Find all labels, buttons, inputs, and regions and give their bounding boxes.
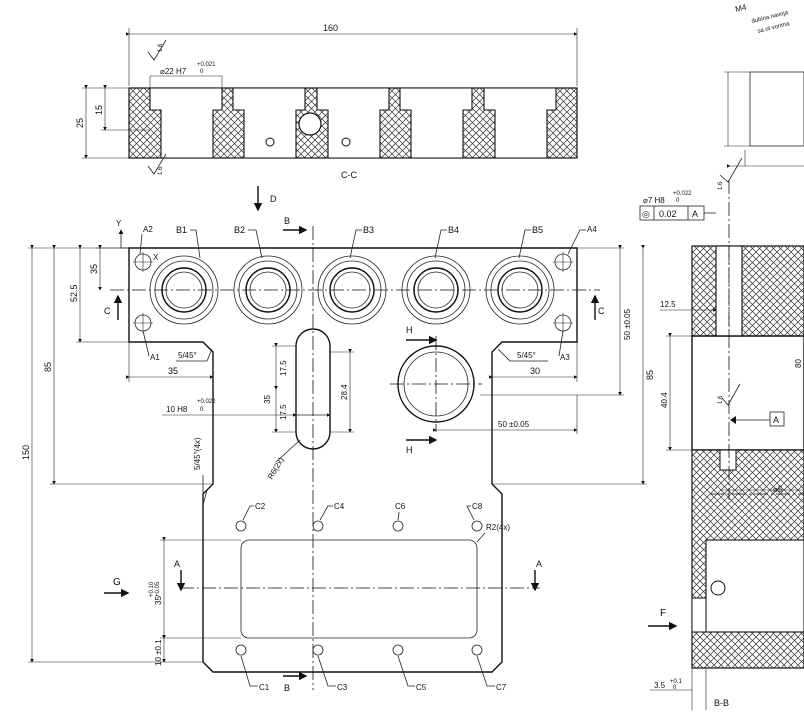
label-a1: A1 [150,353,160,362]
cut-a-left: A [174,559,180,569]
dim-35-top: 35 [89,264,99,274]
label-c2: C2 [255,502,266,511]
section-b-b-label: B-B [714,698,729,708]
c-holes [235,520,483,656]
chamfer-right: 5/45° [517,351,536,360]
dim-150: 150 [21,445,31,460]
dim-50-05-right: 50 ±0.05 [623,308,632,340]
bb-dim-3-5-tol-upper: +0.1 [670,679,683,685]
bb-dim-40-4: 40.4 [660,392,669,408]
axis-y-label: Y [116,219,122,228]
bb-concentricity-value: 0.02 [659,209,677,219]
dim-85-right: 85 [645,370,655,380]
dim-50-05-bottom: 50 ±0.05 [498,420,530,429]
bb-hole-fit: ⌀7 H8 [643,196,665,205]
dim-17-5-a: 17.5 [279,360,288,376]
section-b-b: 1.6 ⌀7 H8 +0.022 0 ◎ 0.02 A 12.5 40.4 1.… [639,157,804,710]
label-b1: B1 [176,225,187,235]
label-c5: C5 [416,683,427,692]
label-a3: A3 [560,353,570,362]
axis-x-label: X [153,253,159,262]
cut-h-top: H [406,325,413,335]
label-c6: C6 [395,502,406,511]
bb-concentricity: ◎ [642,209,650,219]
cut-c-left: C [104,306,111,316]
label-c8: C8 [472,502,483,511]
partial-view-top-right: M4 dubina navoja sa ot vorima [724,2,804,168]
view-d-label: D [270,194,277,204]
roughness-bb-b: 1.6 [718,395,724,404]
dim-35-tol-lower: +0.05 [155,581,161,597]
chamfer-left: 5/45° [178,351,197,360]
cut-b-bottom: B [284,683,290,693]
label-b3: B3 [363,225,374,235]
dim-30: 30 [530,366,540,376]
view-g-label: G [113,577,121,588]
chamfer-4x: 5/45°(4x) [193,437,202,470]
slot-radius: R6(2x) [266,455,286,481]
bb-dim-3-5: 3.5 [654,681,666,690]
corner-radius: R2(4x) [486,523,510,532]
dim-25: 25 [75,118,85,128]
slot-fit: 10 H8 [166,405,188,414]
dim-35-slot: 35 [263,395,272,404]
cut-b-top: B [284,216,290,226]
roughness-bb-a: 1.6 [718,181,724,190]
section-c-c: 160 25 15 ⌀22 H7 +0.021 0 1.6 [75,23,578,180]
label-b4: B4 [448,225,459,235]
cut-c-right: C [598,306,605,316]
note-line1: M4 [734,2,747,14]
slot-tol-lower: 0 [200,407,204,413]
label-b5: B5 [532,225,543,235]
roughness-bottom: 1.6 [158,166,164,175]
dim-160: 160 [323,23,338,33]
slot-tol-upper: +0.022 [197,399,216,405]
label-c1: C1 [259,683,270,692]
bb-dia-5: ⌀5 [773,485,783,494]
bb-datum-box: A [773,415,779,425]
dim-85-left: 85 [43,362,53,372]
bb-dim-3-5-tol-lower: 0 [673,685,677,691]
dim-35-tol-upper: +0.10 [149,581,155,597]
cut-a-right: A [536,559,542,569]
label-b2: B2 [234,225,245,235]
label-a2: A2 [143,225,153,234]
top-view: B1 B2 B3 B4 B5 A2 A4 A1 A3 Y X [21,216,655,693]
dim-10: 10 ±0.1 [154,639,163,666]
roughness-top: 1.6 [158,43,164,52]
bore-fit: ⌀22 H7 [160,67,187,76]
bb-view-f: F [660,608,666,619]
bore-tol-lower: 0 [200,69,204,75]
dim-35-tol: 35 [154,596,163,605]
bore-tol-upper: +0.021 [197,62,216,68]
note-line3: sa ot vorima [757,21,791,35]
view-d-arrow: D [253,186,277,212]
label-c7: C7 [496,683,507,692]
bb-datum: A [692,209,698,219]
bb-hole-tol-upper: +0.022 [673,191,692,197]
bb-dim-80: 80 [794,359,803,368]
section-c-c-label: C-C [341,170,357,180]
dim-52-5: 52.5 [69,284,79,302]
dim-28-4: 28.4 [340,384,349,400]
bb-dim-12-5: 12.5 [660,300,676,309]
bore-group [149,255,555,325]
dim-35-bottom: 35 [168,366,178,376]
label-a4: A4 [587,225,597,234]
cut-h-bottom: H [406,445,413,455]
dim-17-5-b: 17.5 [279,404,288,420]
bb-hole-tol-lower: 0 [676,198,680,204]
label-c3: C3 [337,683,348,692]
label-c4: C4 [334,502,345,511]
dim-15: 15 [94,105,104,115]
